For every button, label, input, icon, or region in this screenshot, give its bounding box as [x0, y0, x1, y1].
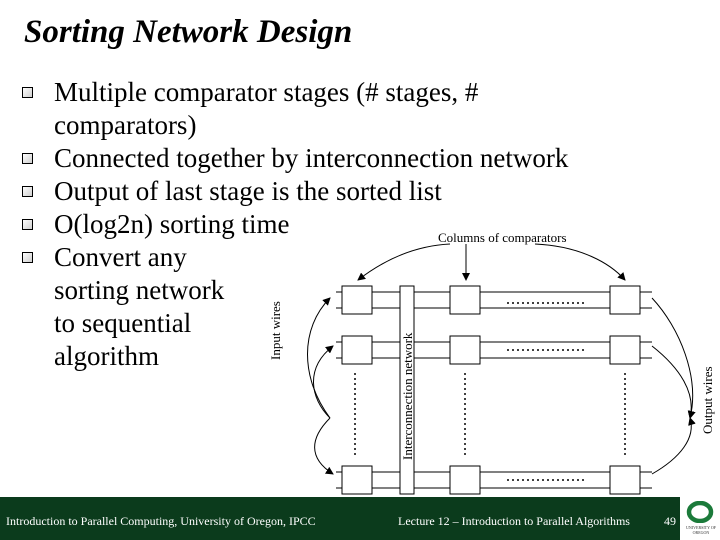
bullet-item: Convert any sorting network to sequentia…: [22, 241, 682, 373]
interconnection-network-box: [399, 285, 415, 495]
square-bullet-icon: [22, 153, 33, 164]
bullet-text: Convert any sorting network to sequentia…: [54, 242, 225, 371]
square-bullet-icon: [22, 186, 33, 197]
sorting-network-drawing: [307, 243, 696, 495]
square-bullet-icon: [22, 219, 33, 230]
logo-text: UNIVERSITY OF OREGON: [686, 525, 716, 535]
input-wire-arrows: [307, 297, 334, 475]
columns-arrows: [357, 243, 626, 281]
bullet-item: Multiple comparator stages (# stages, # …: [22, 76, 682, 142]
columns-label: Columns of comparators: [438, 230, 567, 245]
ellipsis-dots: [354, 302, 626, 481]
university-logo: UNIVERSITY OF OREGON: [680, 497, 720, 540]
network-wires: [336, 291, 652, 489]
bullet-text: O(log2n) sorting time: [54, 209, 290, 239]
bullet-text: Multiple comparator stages (# stages, # …: [54, 77, 479, 140]
footer-lecture-text: Lecture 12 – Introduction to Parallel Al…: [398, 514, 630, 528]
bullet-item: Output of last stage is the sorted list: [22, 175, 682, 208]
interconnection-network-label: Interconnection network: [400, 332, 415, 460]
oregon-o-icon: [686, 501, 714, 523]
footer: Introduction to Parallel Computing, Univ…: [0, 497, 720, 540]
bullet-text: Connected together by interconnection ne…: [54, 143, 569, 173]
footer-course-text: Introduction to Parallel Computing, Univ…: [6, 514, 316, 528]
sorting-network-diagram: Columns of comparators Input wires Inter…: [260, 228, 720, 503]
page-number: 49: [664, 514, 676, 528]
comparator-boxes: [341, 285, 641, 495]
output-wire-arrows: [651, 297, 696, 475]
input-wires-label: Input wires: [268, 301, 283, 360]
slide-title: Sorting Network Design: [24, 14, 353, 50]
bullet-item: O(log2n) sorting time: [22, 208, 682, 241]
bullet-item: Connected together by interconnection ne…: [22, 142, 682, 175]
bullet-list: Multiple comparator stages (# stages, # …: [22, 76, 682, 373]
bullet-text: Output of last stage is the sorted list: [54, 176, 442, 206]
square-bullet-icon: [22, 252, 33, 263]
output-wires-label: Output wires: [700, 366, 715, 434]
square-bullet-icon: [22, 87, 33, 98]
footer-bar: Introduction to Parallel Computing, Univ…: [0, 497, 680, 540]
